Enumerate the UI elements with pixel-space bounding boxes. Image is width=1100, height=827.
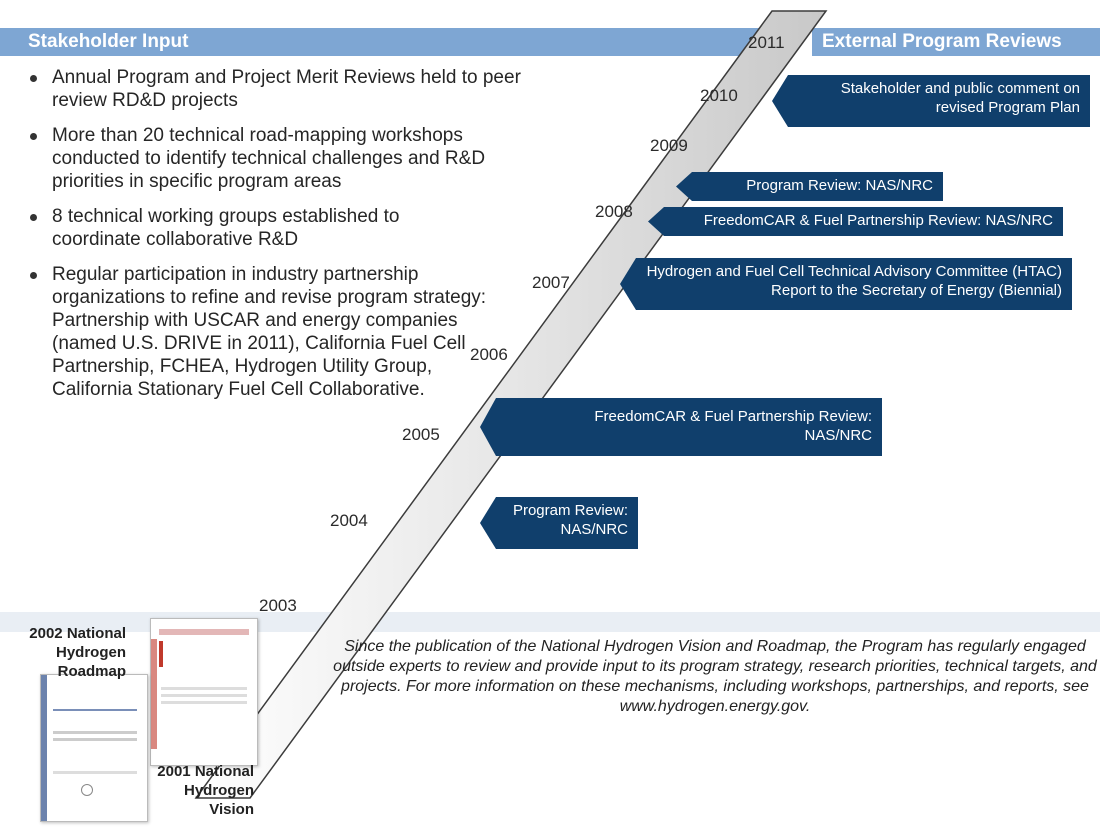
year-2004: 2004 <box>330 511 368 530</box>
list-item: Annual Program and Project Merit Reviews… <box>28 66 542 112</box>
list-item: More than 20 technical road-mapping work… <box>28 124 532 193</box>
review-box-2005: FreedomCAR & Fuel Partnership Review: NA… <box>480 398 882 456</box>
stakeholder-input-title: Stakeholder Input <box>28 31 189 52</box>
list-item: Regular participation in industry partne… <box>28 263 492 401</box>
vision-cover-image <box>40 674 148 822</box>
vision-label: 2001 National Hydrogen Vision <box>157 763 254 818</box>
summary-text: Since the publication of the National Hy… <box>333 638 1097 715</box>
year-2009: 2009 <box>650 136 688 155</box>
stakeholder-input-banner: Stakeholder Input <box>0 28 760 56</box>
roadmap-label: 2002 National Hydrogen Roadmap <box>29 625 126 680</box>
year-2007: 2007 <box>532 273 570 292</box>
review-text: Program Review: NAS/NRC <box>512 502 628 538</box>
review-box-2008-program: Program Review: NAS/NRC <box>676 172 943 201</box>
review-box-2007: Hydrogen and Fuel Cell Technical Advisor… <box>620 258 1072 310</box>
roadmap-cover-image <box>150 618 258 766</box>
external-reviews-title: External Program Reviews <box>822 31 1062 52</box>
list-item: 8 technical working groups established t… <box>28 205 482 251</box>
review-text: Hydrogen and Fuel Cell Technical Advisor… <box>646 263 1062 299</box>
review-box-2008-partnership: FreedomCAR & Fuel Partnership Review: NA… <box>648 207 1063 236</box>
year-2006: 2006 <box>470 345 508 364</box>
year-2008: 2008 <box>595 202 633 221</box>
review-box-2010: Stakeholder and public comment on revise… <box>772 75 1090 127</box>
stakeholder-input-list: Annual Program and Project Merit Reviews… <box>28 66 548 413</box>
year-2011: 2011 <box>748 33 785 52</box>
year-2005: 2005 <box>402 425 440 444</box>
review-box-2004: Program Review: NAS/NRC <box>480 497 638 549</box>
review-text: Stakeholder and public comment on revise… <box>840 80 1080 116</box>
year-2010: 2010 <box>700 86 738 105</box>
review-text: FreedomCAR & Fuel Partnership Review: NA… <box>703 212 1053 229</box>
year-2003: 2003 <box>259 596 297 615</box>
review-text: FreedomCAR & Fuel Partnership Review: NA… <box>594 408 872 444</box>
external-reviews-banner: External Program Reviews <box>812 28 1100 56</box>
review-text: Program Review: NAS/NRC <box>746 177 933 194</box>
bottom-band <box>0 612 1100 632</box>
